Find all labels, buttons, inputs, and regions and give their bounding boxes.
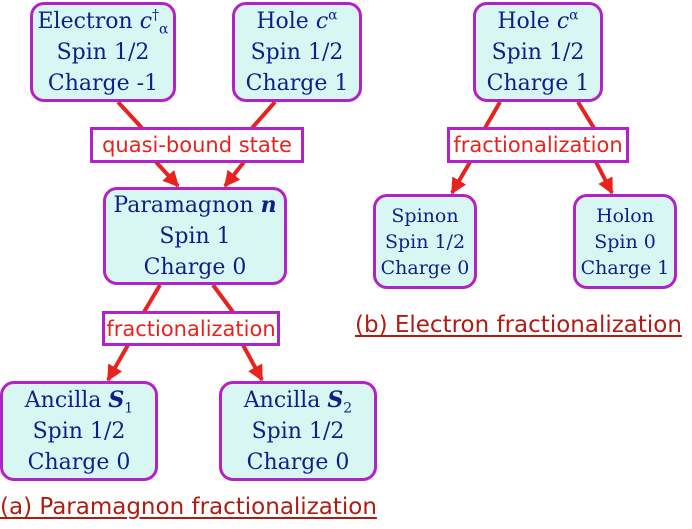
arrow-frac-to-holon bbox=[594, 161, 614, 195]
spinon-title: Spinon bbox=[391, 204, 459, 227]
paramagnon-charge: Charge 0 bbox=[143, 254, 247, 280]
arrow-frac-to-spinon bbox=[450, 160, 472, 195]
arrow-holeb-to-frac-right bbox=[576, 100, 596, 130]
caption-a: (a) Paramagnon fractionalization bbox=[0, 494, 377, 520]
spinon-charge: Charge 0 bbox=[380, 256, 470, 279]
arrow-holeb-to-frac-left bbox=[483, 101, 502, 129]
holon-spin: Spin 0 bbox=[594, 230, 656, 253]
holon-title: Holon bbox=[596, 204, 654, 227]
electron-charge: Charge -1 bbox=[47, 70, 159, 96]
hole-a-title: Hole cα bbox=[256, 7, 338, 34]
hole-a-spin: Spin 1/2 bbox=[250, 39, 344, 65]
paramagnon-title: Paramagnon n bbox=[113, 191, 277, 218]
paramagnon-node: Paramagnon n Spin 1 Charge 0 bbox=[103, 187, 287, 285]
fractionalization-label-a: fractionalization bbox=[102, 311, 280, 346]
arrow-quasi-to-paramagnon-right bbox=[223, 160, 246, 188]
ancilla2-spin: Spin 1/2 bbox=[251, 418, 345, 444]
ancilla1-spin: Spin 1/2 bbox=[32, 418, 126, 444]
spinon-spin: Spin 1/2 bbox=[384, 230, 466, 253]
holon-node: Holon Spin 0 Charge 1 bbox=[573, 194, 677, 289]
arrow-paramagnon-to-frac-left bbox=[142, 283, 162, 314]
hole-node-b: Hole cα Spin 1/2 Charge 1 bbox=[473, 2, 603, 102]
ancilla2-title: Ancilla S2 bbox=[243, 386, 353, 416]
arrow-frac-to-ancilla2 bbox=[241, 344, 264, 382]
arrow-frac-to-ancilla1 bbox=[106, 344, 130, 382]
arrow-hole-to-quasi bbox=[250, 100, 277, 130]
holon-charge: Charge 1 bbox=[580, 256, 670, 279]
electron-node: Electron c†α Spin 1/2 Charge -1 bbox=[30, 2, 176, 102]
arrow-quasi-to-paramagnon-left bbox=[154, 160, 180, 188]
ancilla1-title: Ancilla S1 bbox=[24, 386, 134, 416]
ancilla1-charge: Charge 0 bbox=[27, 449, 131, 475]
caption-b: (b) Electron fractionalization bbox=[355, 312, 682, 338]
hole-a-charge: Charge 1 bbox=[245, 70, 349, 96]
ancilla2-charge: Charge 0 bbox=[246, 449, 350, 475]
quasi-bound-state-label: quasi-bound state bbox=[90, 127, 304, 163]
paramagnon-spin: Spin 1 bbox=[159, 223, 231, 249]
hole-b-charge: Charge 1 bbox=[486, 70, 590, 96]
ancilla2-node: Ancilla S2 Spin 1/2 Charge 0 bbox=[219, 381, 377, 481]
electron-spin: Spin 1/2 bbox=[56, 39, 150, 65]
arrow-paramagnon-to-frac-right bbox=[211, 283, 235, 314]
fractionalization-label-b: fractionalization bbox=[447, 127, 629, 163]
spinon-node: Spinon Spin 1/2 Charge 0 bbox=[373, 194, 477, 289]
ancilla1-node: Ancilla S1 Spin 1/2 Charge 0 bbox=[0, 381, 158, 481]
electron-title: Electron c†α bbox=[37, 7, 169, 37]
arrow-electron-to-quasi bbox=[116, 100, 144, 130]
hole-b-title: Hole cα bbox=[497, 7, 579, 34]
hole-node-a: Hole cα Spin 1/2 Charge 1 bbox=[232, 2, 362, 102]
hole-b-spin: Spin 1/2 bbox=[491, 39, 585, 65]
